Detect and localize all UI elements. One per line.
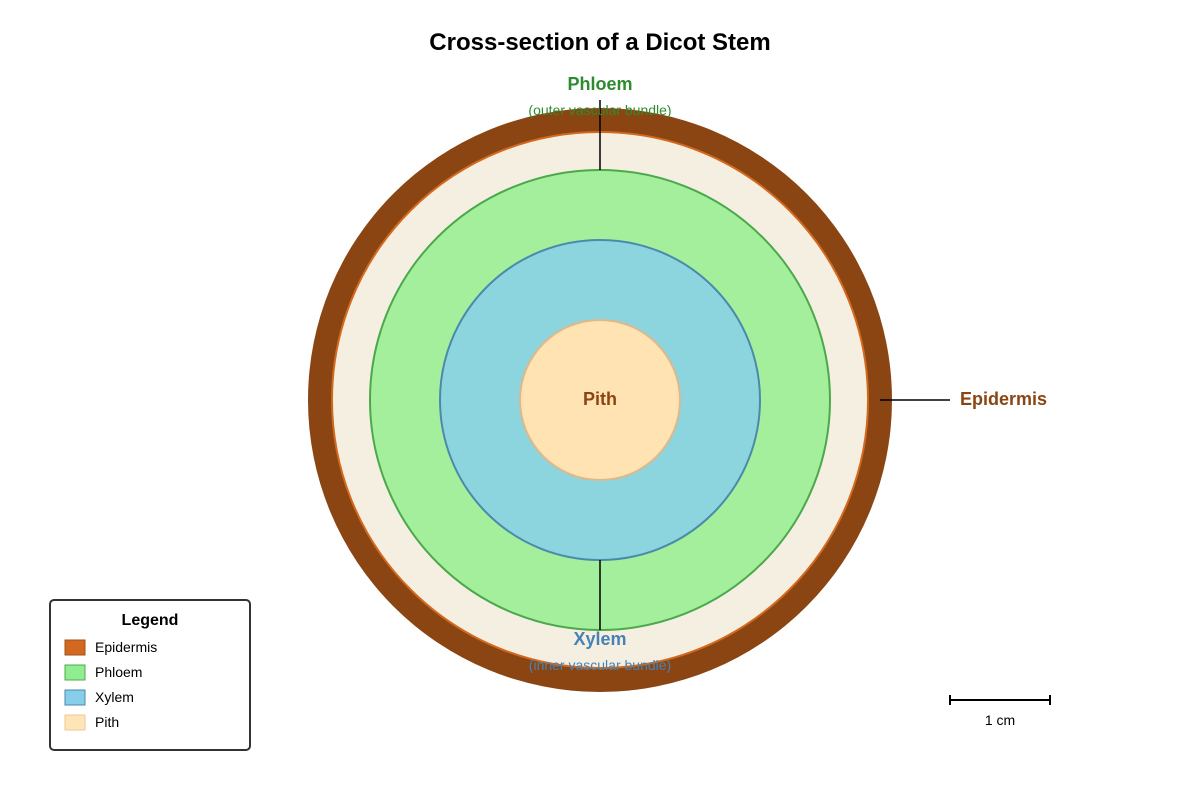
- pith-core: [519, 319, 681, 481]
- legend-swatch-epidermis: [64, 639, 86, 656]
- legend-item-phloem: Phloem: [95, 664, 142, 680]
- xylem-label: Xylem: [573, 629, 626, 649]
- legend-title: Legend: [122, 612, 179, 629]
- legend: Legend Epidermis Phloem Xylem Pith: [49, 599, 251, 751]
- xylem-sublabel: (inner vascular bundle): [529, 657, 671, 673]
- legend-swatch-xylem: [64, 689, 86, 706]
- scale-bar-label: 1 cm: [985, 712, 1015, 728]
- pith-label: Pith: [583, 389, 617, 409]
- diagram-title: Cross-section of a Dicot Stem: [429, 29, 770, 56]
- legend-box: [49, 599, 251, 751]
- legend-swatch-phloem: [64, 664, 86, 681]
- legend-item-xylem: Xylem: [95, 689, 134, 705]
- legend-item-pith: Pith: [95, 714, 119, 730]
- phloem-sublabel: (outer vascular bundle): [528, 102, 671, 118]
- scale-bar: 1 cm: [949, 695, 1051, 728]
- epidermis-label: Epidermis: [960, 389, 1047, 409]
- legend-swatch-pith: [64, 714, 86, 731]
- phloem-label: Phloem: [567, 74, 632, 94]
- legend-item-epidermis: Epidermis: [95, 639, 157, 655]
